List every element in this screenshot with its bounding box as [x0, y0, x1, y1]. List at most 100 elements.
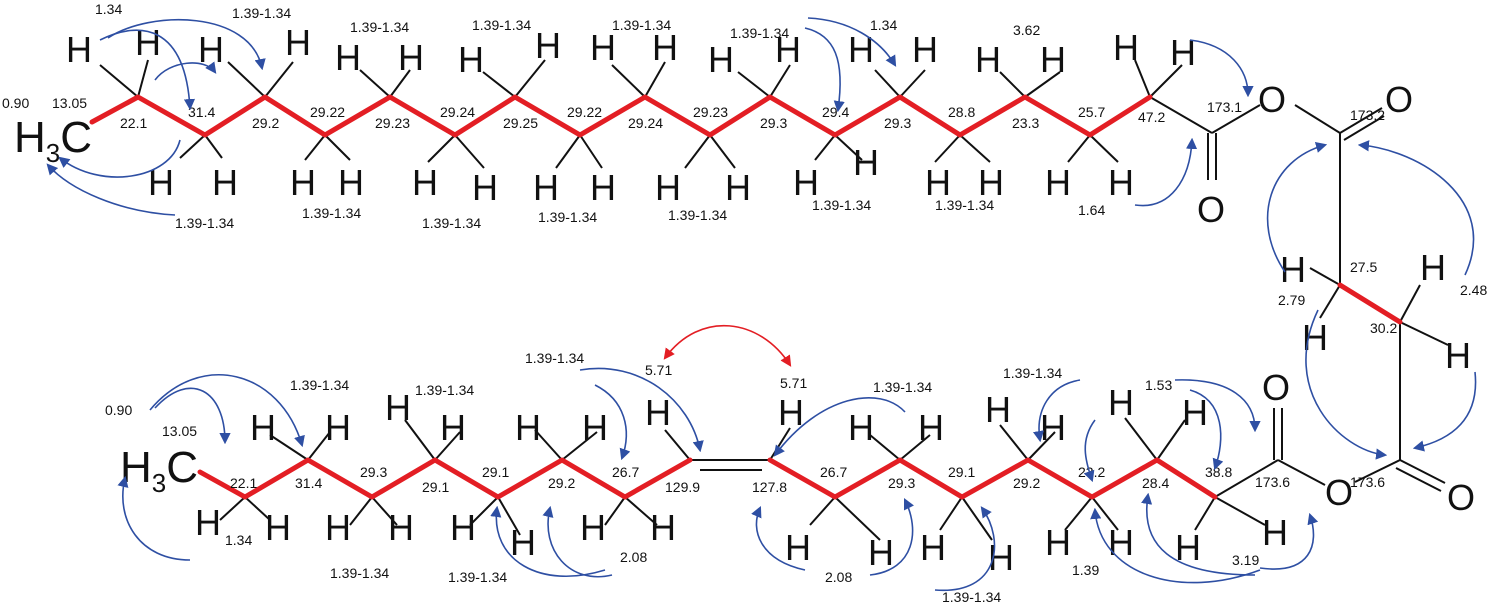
carbonyl-oxygen: O [1385, 79, 1413, 120]
h1-shift: 1.39-1.34 [612, 17, 671, 33]
noe-arrow [663, 325, 792, 367]
h1-shift: 1.53 [1145, 377, 1172, 393]
hmbc-arrow [869, 497, 915, 576]
linker-carbon-chain [1337, 282, 1403, 325]
h-atom: H [848, 29, 874, 70]
c13-shift: 28.8 [948, 104, 975, 120]
h1-shift: 1.39-1.34 [873, 379, 932, 395]
h-atom: H [920, 527, 946, 568]
h-atom: H [440, 407, 466, 448]
h-atom: H [645, 392, 671, 433]
c13-shift: 29.25 [503, 115, 538, 131]
h-atom: H [535, 25, 561, 66]
hmbc-arrow [149, 374, 305, 448]
h-atom: H [285, 22, 311, 63]
hmbc-arrow [807, 17, 897, 67]
hmbc-arrow [1141, 492, 1256, 576]
c13-shift: 31.4 [188, 104, 215, 120]
linker-bonds [1309, 133, 1449, 492]
h-atom: H [978, 162, 1004, 203]
hmbc-arrow [1357, 140, 1475, 276]
hmbc-arrow [804, 27, 845, 113]
hmbc-correlation-arrows [46, 17, 1477, 591]
h1-shift: 1.34 [95, 1, 122, 17]
c13-shift: 29.3 [760, 115, 787, 131]
h-atom: H [912, 29, 938, 70]
h-atom: H [652, 27, 678, 68]
hmbc-arrow [99, 29, 196, 111]
c13-shift: 30.2 [1370, 320, 1397, 336]
c13-shift: 23.3 [1012, 115, 1039, 131]
c13-shift: 29.1 [948, 464, 975, 480]
h-atom: H [650, 507, 676, 548]
carbonyl-oxygen: O [1262, 367, 1290, 408]
hmbc-arrow [934, 506, 996, 591]
h1-shift: 2.08 [620, 549, 647, 565]
carbonyl-oxygen: O [1197, 189, 1225, 230]
h-atom: H [1040, 39, 1066, 80]
noe-correlation-arrows [663, 325, 792, 367]
h-atom: H [510, 522, 536, 563]
h-atom: H [265, 507, 291, 548]
h-atom: H [1420, 247, 1446, 288]
c13-shift: 127.8 [752, 479, 787, 495]
h-atom: H [412, 162, 438, 203]
h-atom: H [582, 407, 608, 448]
h-atom: H [290, 162, 316, 203]
h-atom: H [195, 502, 221, 543]
h-atom: H [775, 29, 801, 70]
hmbc-arrow [154, 387, 231, 445]
ester-oxygen: O [1325, 472, 1353, 513]
hmbc-arrow [1134, 137, 1198, 207]
h-atom: H [250, 407, 276, 448]
h1-shift: 1.39-1.34 [538, 209, 597, 225]
c13-shift: 13.05 [52, 95, 87, 111]
c13-shift: 29.22 [310, 104, 345, 120]
c13-shift: 29.1 [422, 479, 449, 495]
h-atom: H [975, 39, 1001, 80]
c13-shift: 22.1 [230, 475, 257, 491]
c13-shift: 29.23 [693, 104, 728, 120]
h1-shift: 5.71 [645, 362, 672, 378]
h-atom: H [1045, 522, 1071, 563]
h1-shift: 2.48 [1460, 282, 1487, 298]
h-atom: H [335, 37, 361, 78]
atom-labels: H3C H3C H H H H H H H H H H H H H H H H … [14, 22, 1475, 578]
h-atom: H [590, 27, 616, 68]
h-atom: H [398, 37, 424, 78]
c13-shift: 26.7 [820, 464, 847, 480]
c13-shift: 29.24 [628, 115, 663, 131]
top-carbon-chain [89, 94, 1153, 138]
h-atom: H [1045, 162, 1071, 203]
h1-shift: 1.39-1.34 [302, 205, 361, 221]
c13-shift: 29.1 [482, 464, 509, 480]
h-atom: H [148, 162, 174, 203]
h-atom: H [778, 392, 804, 433]
h-atom: H [1445, 335, 1471, 376]
h-atom: H [655, 167, 681, 208]
h1-shift: 1.39-1.34 [422, 215, 481, 231]
h-atom: H [338, 162, 364, 203]
c13-shift: 26.7 [612, 464, 639, 480]
hmbc-arrow [46, 163, 176, 216]
hmbc-arrow [107, 18, 266, 71]
carbonyl-oxygen: O [1447, 477, 1475, 518]
bottom-carbon-chain-2 [767, 457, 1218, 500]
h-atom: H [848, 407, 874, 448]
h-atom: H [388, 507, 414, 548]
h-atom: H [533, 167, 559, 208]
h-atom: H [725, 167, 751, 208]
h1-shift: 3.19 [1232, 552, 1259, 568]
h-atom: H [135, 22, 161, 63]
h1-shift: 1.39-1.34 [350, 19, 409, 35]
h1-shift: 1.39-1.34 [415, 382, 474, 398]
c13-shift: 29.2 [548, 475, 575, 491]
bottom-carbon-chain [197, 457, 693, 500]
h-atom: H [1108, 162, 1134, 203]
h1-shift: 1.39-1.34 [668, 207, 727, 223]
h-atom: H [918, 407, 944, 448]
c13-shift: 173.1 [1207, 99, 1242, 115]
